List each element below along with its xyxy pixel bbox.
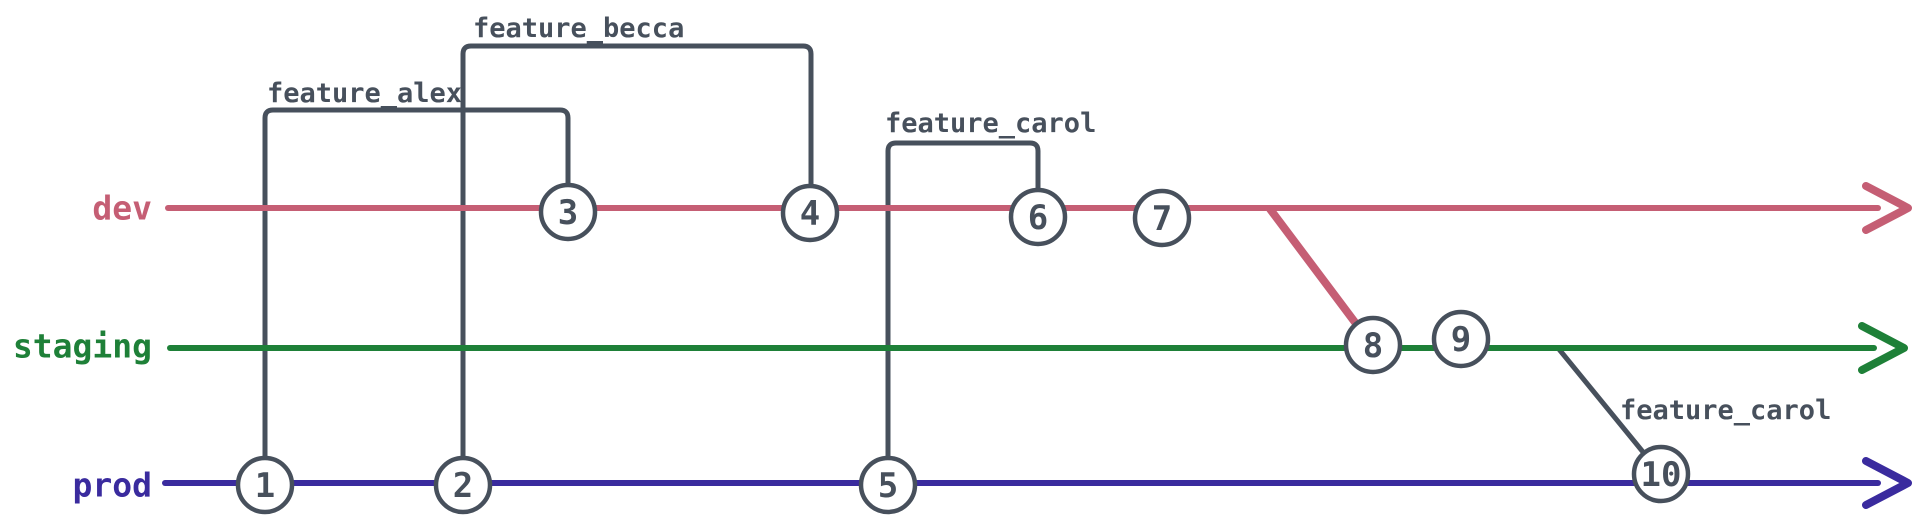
feature-alex-label: feature_alex: [267, 78, 462, 109]
commit-circle: [538, 182, 598, 242]
feature-becca-label: feature_becca: [473, 13, 684, 44]
feature-carol-branch-path: [885, 140, 1041, 488]
commit-number: 4: [800, 194, 820, 234]
commit-circle: [235, 455, 295, 515]
feature-alex-branch-path: [262, 107, 571, 487]
commit-number: 9: [1451, 320, 1471, 360]
staging-arrow-icon: [1858, 322, 1908, 374]
commit-circle: [858, 455, 918, 515]
commit-number: 7: [1152, 199, 1172, 239]
commit-number: 5: [878, 466, 898, 506]
commit-node: 5: [858, 455, 918, 515]
feature-becca-branch-path: [460, 43, 814, 487]
feature-carol-label: feature_carol: [885, 108, 1096, 139]
commit-number: 3: [558, 193, 578, 233]
commit-number: 1: [255, 466, 275, 506]
branch-label-staging: staging: [13, 327, 152, 366]
dev-arrow-icon: [1862, 182, 1912, 234]
commit-circle: [1431, 309, 1491, 369]
commit-circle: [1132, 188, 1192, 248]
commit-node: 6: [1008, 187, 1068, 247]
commit-node: 8: [1343, 315, 1403, 375]
commit-node: 1: [235, 455, 295, 515]
commit-number: 10: [1641, 455, 1682, 495]
commit-number: 6: [1028, 198, 1048, 238]
commit-node: 10: [1631, 444, 1691, 504]
commit-number: 2: [453, 466, 473, 506]
branch-label-dev: dev: [92, 189, 152, 228]
commit-circle: [433, 455, 493, 515]
commit-circle: [780, 183, 840, 243]
commit-node: 3: [538, 182, 598, 242]
commit-node: 4: [780, 183, 840, 243]
commit-node: 9: [1431, 309, 1491, 369]
feature-carol-merge-label: feature_carol: [1620, 395, 1831, 426]
commit-circle: [1008, 187, 1068, 247]
commit-node: 7: [1132, 188, 1192, 248]
branch-label-prod: prod: [73, 466, 152, 505]
commit-circle: [1631, 444, 1691, 504]
commit-circle: [1343, 315, 1403, 375]
prod-arrow-icon: [1862, 457, 1912, 509]
commit-number: 8: [1363, 326, 1383, 366]
commit-node: 2: [433, 455, 493, 515]
